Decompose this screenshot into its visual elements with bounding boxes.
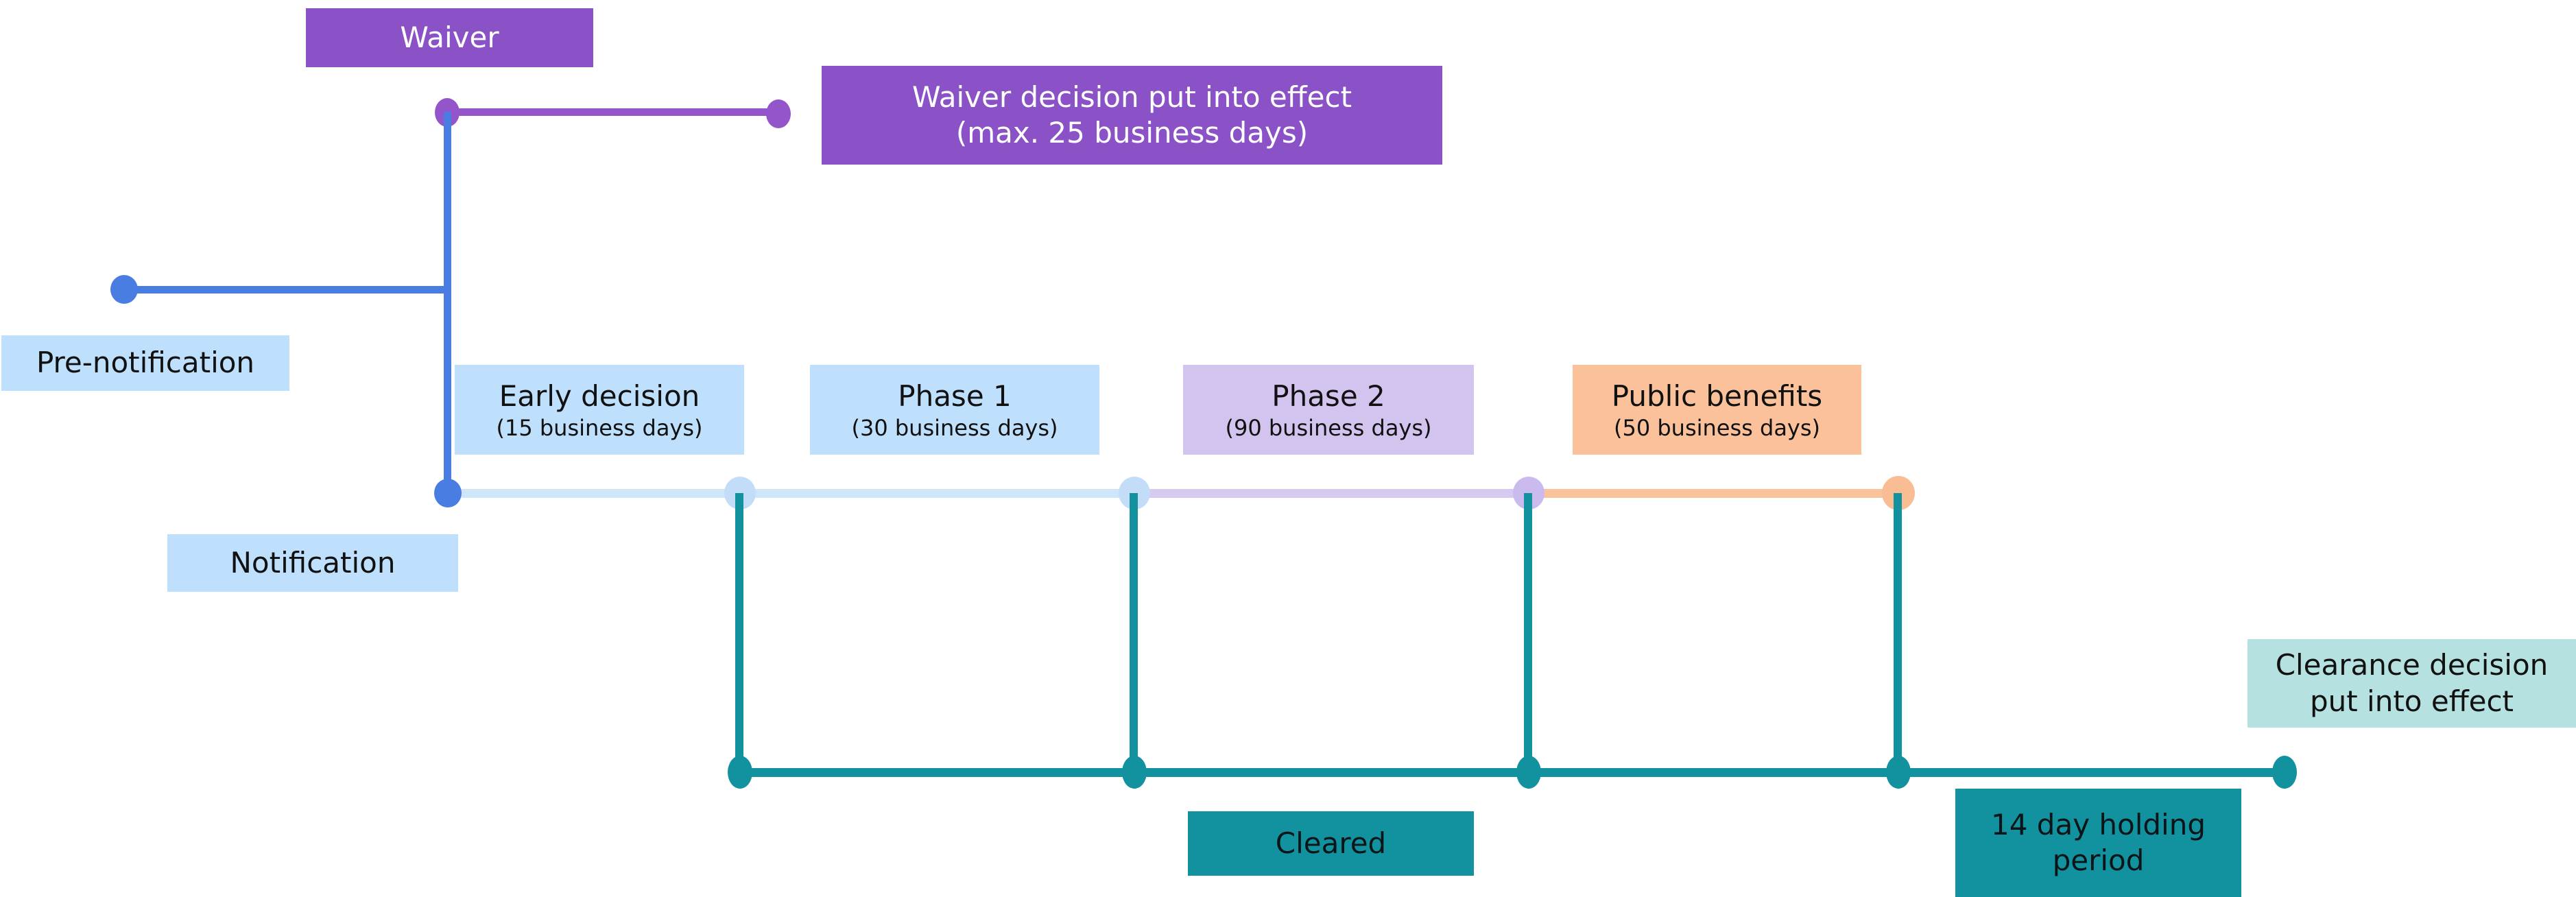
stage-title: Phase 2 (1272, 379, 1385, 414)
stage-box-phase-2: Phase 2 (90 business days) (1183, 365, 1474, 455)
waiver-decision-box: Waiver decision put into effect (max. 25… (822, 66, 1442, 165)
clearance-drop-line-1 (735, 493, 743, 772)
clearance-dot-2 (1122, 756, 1147, 789)
pre-notification-label: Pre-notification (36, 346, 255, 380)
stage-subtitle: (50 business days) (1613, 414, 1821, 441)
pre-notification-line (123, 286, 447, 294)
holding-period-label: 14 day holding period (1991, 807, 2206, 878)
stage-subtitle: (15 business days) (496, 414, 703, 441)
pre-notification-box: Pre-notification (1, 335, 289, 391)
stage-box-early-decision: Early decision (15 business days) (455, 365, 744, 455)
cleared-box: Cleared (1188, 811, 1474, 876)
clearance-drop-line-3 (1524, 493, 1532, 772)
stage-box-public-benefits: Public benefits (50 business days) (1573, 365, 1861, 455)
stage-subtitle: (30 business days) (851, 414, 1058, 441)
stage-box-phase-1: Phase 1 (30 business days) (810, 365, 1099, 455)
clearance-end-dot (2272, 756, 2297, 789)
stage-title: Early decision (499, 379, 700, 414)
timeline-segment-public-benefits (1528, 489, 1898, 498)
waiver-end-dot (766, 99, 791, 128)
waiver-connector-line (447, 108, 778, 116)
pre-notification-dot (110, 275, 138, 304)
notification-box: Notification (167, 534, 458, 592)
notification-vertical-line (444, 112, 451, 493)
clearance-drop-line-2 (1130, 493, 1138, 772)
timeline-segment-phase2 (1134, 489, 1528, 498)
holding-period-box: 14 day holding period (1955, 789, 2241, 897)
timeline-segment-early-phase1 (447, 489, 1134, 498)
clearance-decision-box: Clearance decision put into effect (2247, 639, 2576, 728)
clearance-track-line (739, 768, 2284, 777)
clearance-decision-label: Clearance decision put into effect (2275, 648, 2549, 718)
notification-timeline-dot (434, 479, 462, 507)
clearance-dot-3 (1516, 756, 1541, 789)
clearance-dot-1 (728, 756, 752, 789)
notification-label: Notification (230, 545, 396, 579)
waiver-decision-line2: (max. 25 business days) (955, 116, 1309, 150)
waiver-label: Waiver (400, 20, 499, 54)
clearance-drop-line-4 (1894, 493, 1902, 772)
waiver-decision-line1: Waiver decision put into effect (911, 80, 1352, 114)
stage-title: Public benefits (1611, 379, 1823, 414)
clearance-dot-4 (1886, 756, 1911, 789)
waiver-box: Waiver (306, 8, 593, 67)
stage-subtitle: (90 business days) (1225, 414, 1432, 441)
stage-title: Phase 1 (898, 379, 1012, 414)
cleared-label: Cleared (1275, 826, 1387, 860)
